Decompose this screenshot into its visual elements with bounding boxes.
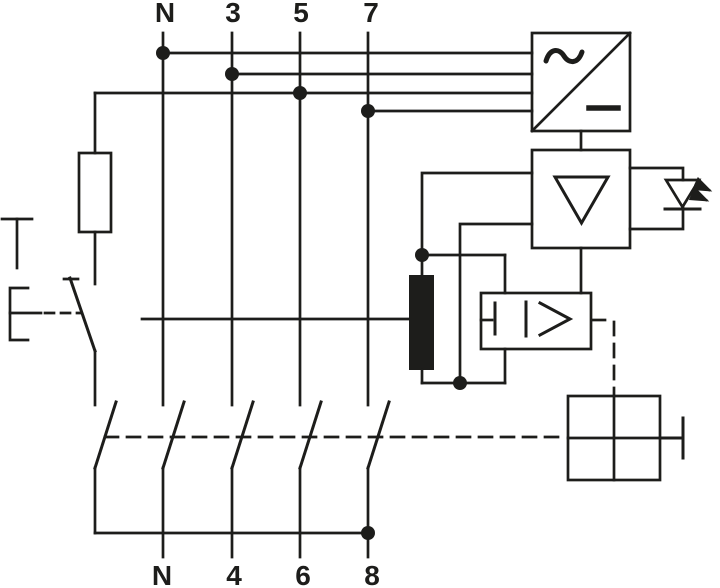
terminal-label-bottom-6: 6 bbox=[295, 560, 311, 588]
amplifier-input-lower bbox=[458, 222, 534, 385]
converter-diagonal bbox=[530, 31, 632, 133]
junction-dot bbox=[156, 46, 170, 60]
junction-dot bbox=[453, 376, 467, 390]
terminal-label-bottom-8: 8 bbox=[364, 560, 380, 588]
terminal-label-top-5: 5 bbox=[293, 0, 309, 28]
secondary-winding bbox=[409, 275, 434, 370]
test-button-symbol bbox=[0, 217, 82, 342]
test-circuit bbox=[62, 91, 370, 535]
trip-linkage bbox=[103, 318, 616, 439]
amplifier-triangle-icon bbox=[552, 175, 611, 227]
led-wire-top bbox=[628, 166, 685, 182]
supply-tap-lines bbox=[93, 51, 534, 113]
junction-dot bbox=[225, 67, 239, 81]
ac-sine-icon bbox=[543, 48, 585, 64]
conductor-neutral bbox=[161, 31, 186, 559]
test-resistor-symbol bbox=[77, 151, 113, 234]
amplifier-input-upper bbox=[420, 171, 534, 257]
pole-contact-symbol bbox=[298, 400, 323, 470]
junction-dots bbox=[156, 46, 467, 540]
terminal-label-top-3: 3 bbox=[225, 0, 241, 28]
terminal-labels: N 3 5 7 N 4 6 8 bbox=[152, 0, 380, 588]
switch-mechanism-symbol bbox=[566, 394, 685, 482]
measuring-relay-symbol bbox=[479, 253, 593, 385]
pole-contact-symbol bbox=[366, 400, 391, 470]
pole-contact-symbol bbox=[93, 400, 118, 470]
junction-dot bbox=[293, 86, 307, 100]
ac-dc-converter-symbol bbox=[530, 31, 632, 152]
operating-handle-symbol bbox=[658, 416, 685, 460]
amplifier-symbol bbox=[420, 148, 632, 385]
terminal-label-bottom-n: N bbox=[152, 560, 172, 588]
junction-dot bbox=[415, 248, 429, 262]
junction-dot bbox=[361, 104, 375, 118]
terminal-label-bottom-4: 4 bbox=[226, 560, 242, 588]
amplifier-box bbox=[530, 148, 632, 250]
terminal-label-top-7: 7 bbox=[363, 0, 379, 28]
relay-threshold-chevron bbox=[537, 300, 574, 338]
led-emission-arrow bbox=[691, 176, 713, 192]
conductor-phase-3-4 bbox=[230, 31, 255, 559]
pole-contact-symbol bbox=[161, 400, 186, 470]
led-emission-arrow bbox=[688, 186, 710, 202]
led-indicator-symbol bbox=[628, 166, 713, 231]
conductor-phase-5-6 bbox=[298, 31, 323, 559]
pole-contact-symbol bbox=[230, 400, 255, 470]
terminal-label-top-n: N bbox=[155, 0, 175, 28]
junction-dot bbox=[361, 526, 375, 540]
relay-box bbox=[479, 291, 593, 351]
led-wire-bottom bbox=[628, 205, 685, 231]
test-contact-blade bbox=[68, 276, 97, 353]
summation-current-transformer-symbol bbox=[140, 253, 507, 385]
conductor-phase-7-8 bbox=[366, 31, 391, 559]
